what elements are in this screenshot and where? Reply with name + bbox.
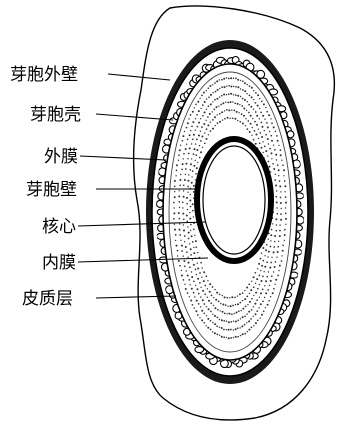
label-exosporium: 芽胞外壁 [10, 65, 78, 85]
labels: 芽胞外壁 芽胞壳 外膜 芽胞壁 核心 内膜 皮质层 [10, 65, 81, 309]
label-inner-membrane: 内膜 [42, 253, 76, 273]
label-cortex: 皮质层 [22, 289, 73, 309]
core [205, 148, 263, 252]
label-outer-membrane: 外膜 [44, 147, 78, 167]
label-spore-wall: 芽胞壁 [26, 180, 77, 200]
label-spore-coat: 芽胞壳 [30, 105, 81, 125]
label-core: 核心 [42, 217, 76, 237]
